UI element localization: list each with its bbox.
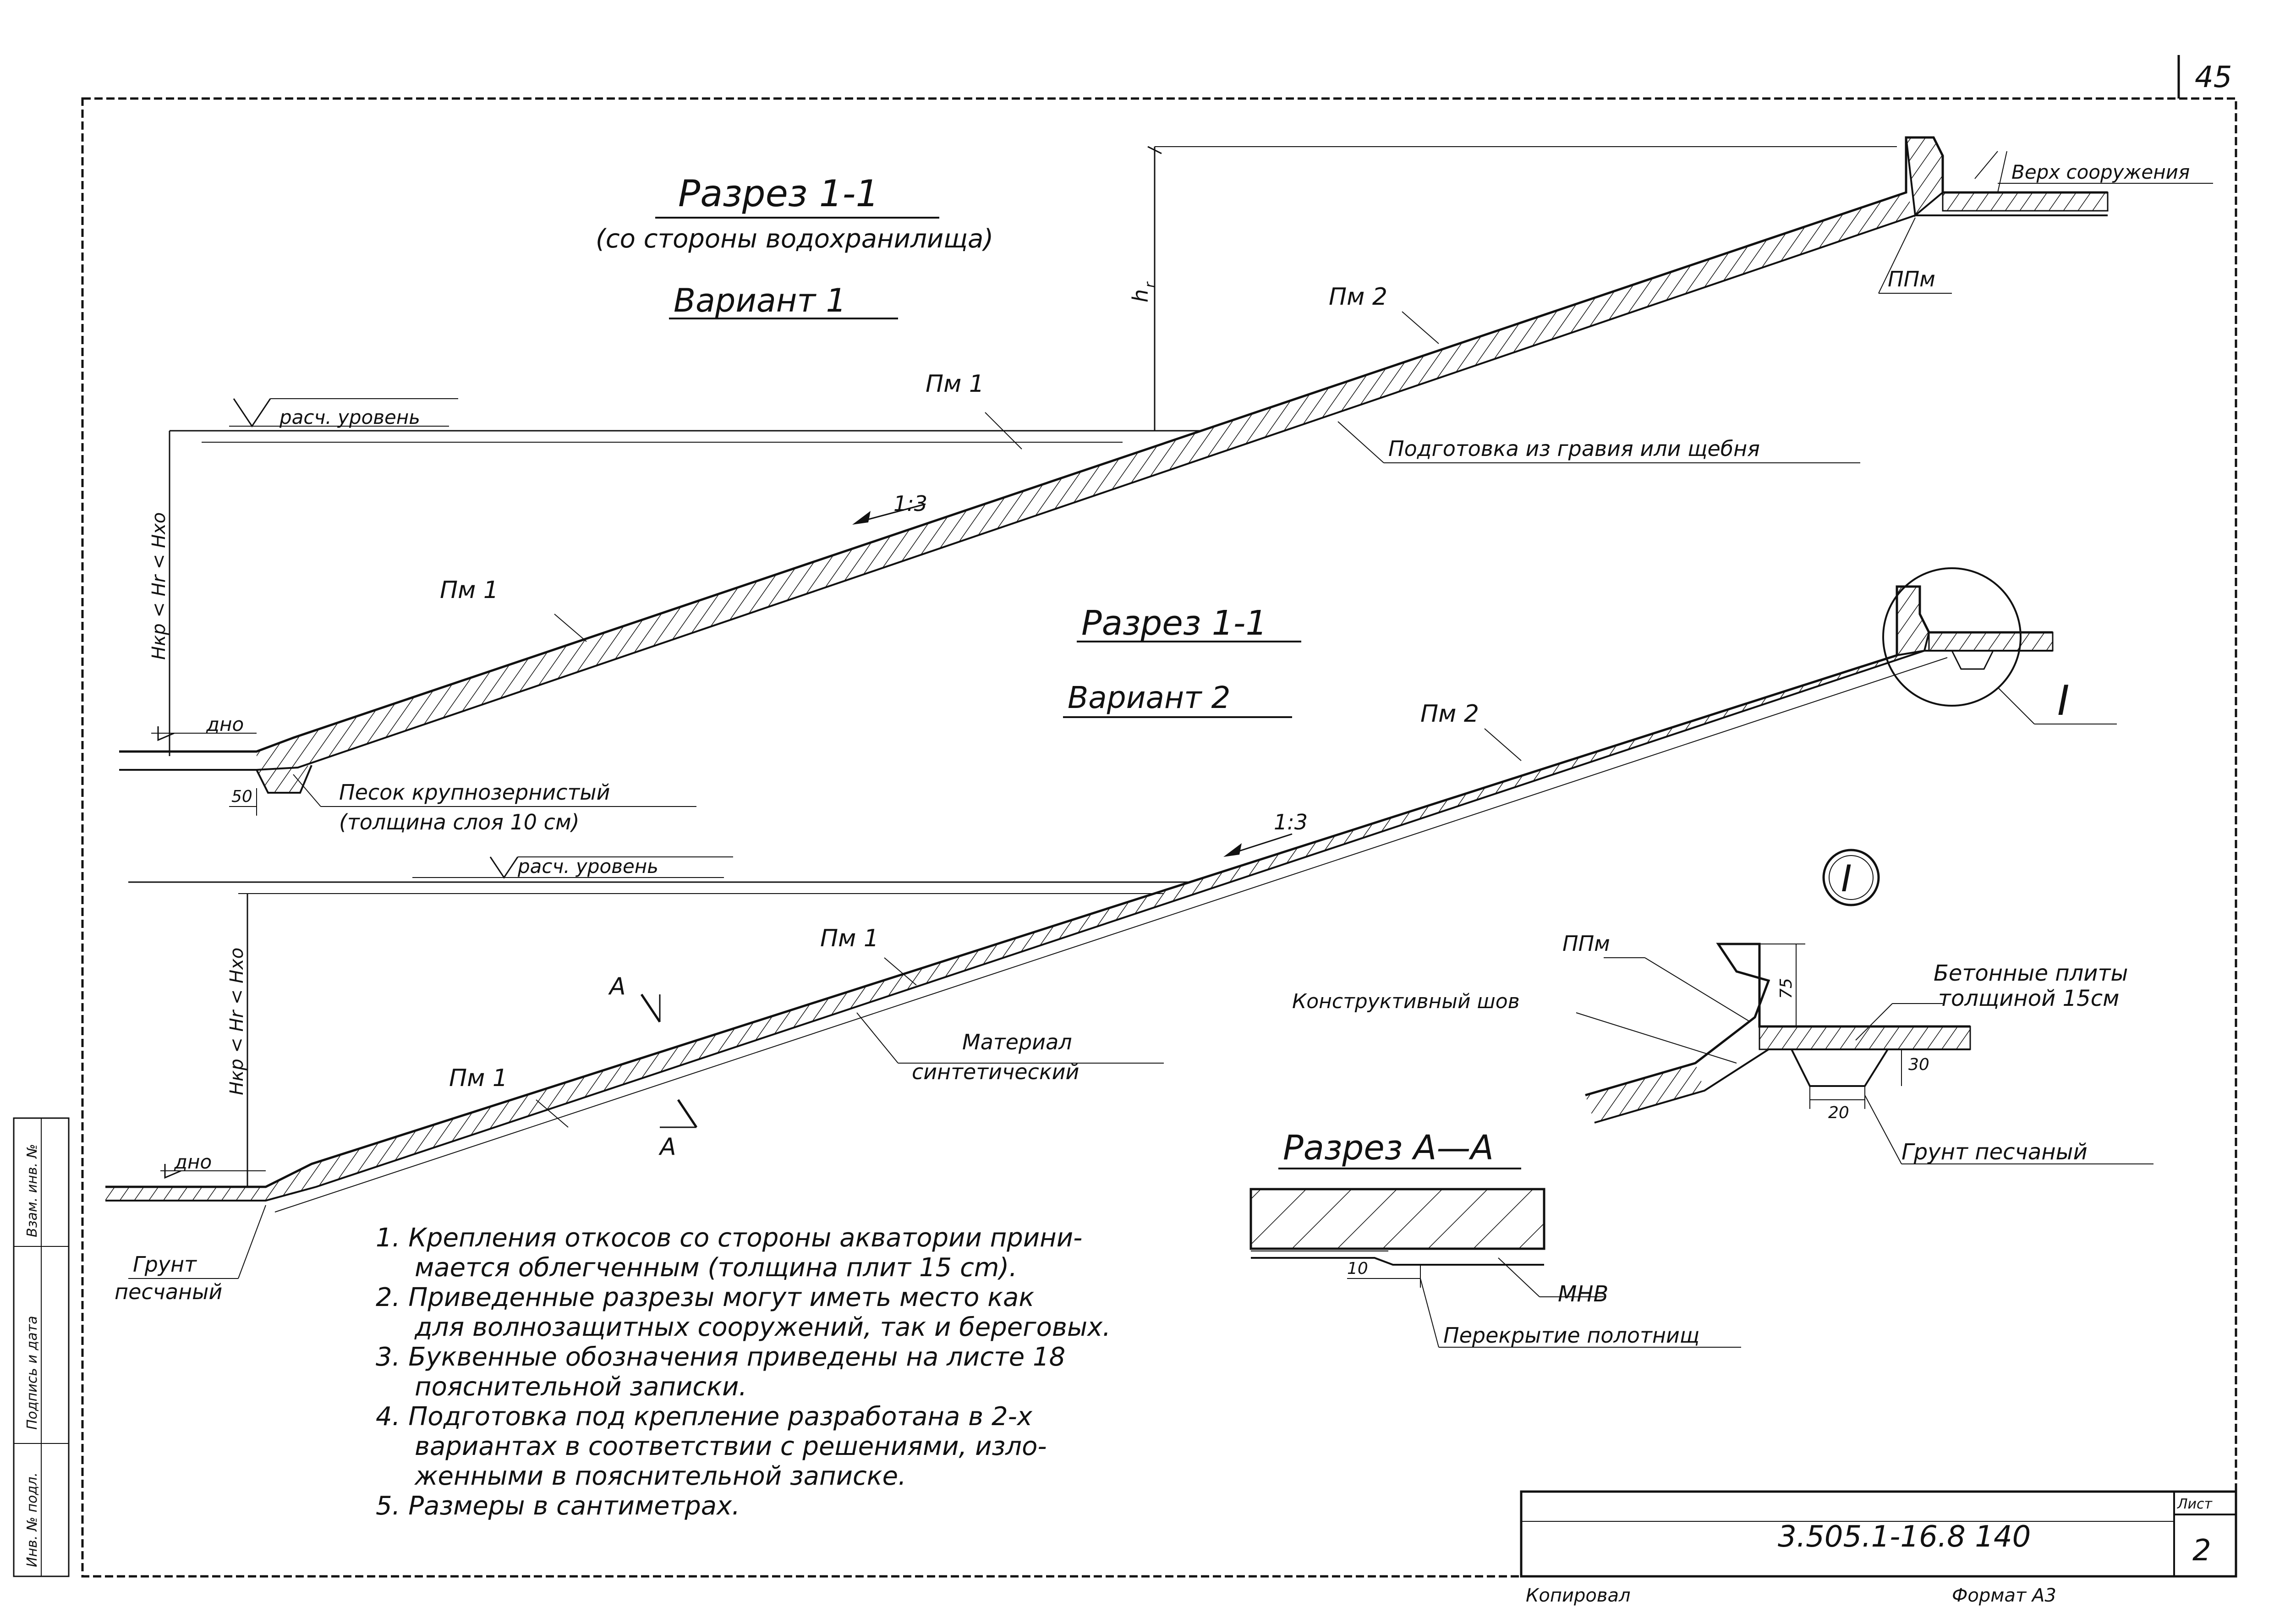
notes-block: 1. Крепления откосов со стороны акватори…: [376, 1223, 1111, 1521]
note-line-7: 4. Подготовка под крепление разработана …: [376, 1402, 1033, 1432]
section1-height-h-sub: r: [1142, 281, 1158, 288]
note-line-1: 1. Крепления откосов со стороны акватори…: [376, 1223, 1082, 1253]
note-line-8: вариантах в соответствии с решениями, из…: [415, 1432, 1047, 1461]
section2-bottom: дно: [174, 1151, 212, 1173]
sheet-label: Лист: [2177, 1496, 2213, 1512]
section1-depth: Hкр < Hr < Hxo: [148, 512, 170, 660]
section1-pm1-upper: Пм 1: [926, 370, 984, 398]
section2-cut-a-top: А: [608, 973, 626, 1000]
section1-pm1-lower: Пм 1: [440, 576, 499, 604]
section1-variant: Вариант 1: [674, 282, 846, 319]
stamp-signature-date: Подпись и дата: [24, 1316, 40, 1430]
section2-calc-level: расч. уровень: [517, 855, 658, 878]
section1-slope: 1:3: [893, 491, 927, 516]
format-label: Формат А3: [1952, 1585, 2056, 1606]
stamp-vzam-inv: Взам. инв. №: [24, 1144, 40, 1237]
doc-code: 3.505.1-16.8 140: [1778, 1520, 2031, 1554]
section1-subtitle: (со стороны водохранилища): [596, 224, 993, 254]
section1-title: Разрез 1-1: [678, 172, 879, 215]
side-stamp: Инв. № подл. Подпись и дата Взам. инв. №: [24, 1144, 40, 1567]
section-aa-overlap: Перекрытие полотнищ: [1443, 1323, 1699, 1348]
section1-prep: Подготовка из гравия или щебня: [1388, 436, 1760, 461]
section2-material-1: Материал: [962, 1030, 1072, 1054]
section2-soil-2: песчаный: [115, 1279, 222, 1304]
detail-I-soil: Грунт песчаный: [1901, 1139, 2088, 1165]
section2-pm2: Пм 2: [1420, 700, 1479, 728]
section-aa-mnv: МНВ: [1558, 1281, 1608, 1307]
detail-I-plates-2: толщиной 15см: [1938, 986, 2119, 1011]
section2-drawing: [105, 567, 2117, 1279]
detail-I-ppm: ППм: [1562, 931, 1610, 956]
section1-height-h: h: [1128, 289, 1153, 302]
section2-pm1-low: Пм 1: [449, 1064, 508, 1092]
section-aa-dim-10: 10: [1347, 1259, 1368, 1278]
copied-by: Копировал: [1526, 1585, 1631, 1606]
section1-calc-level: расч. уровень: [279, 406, 420, 428]
section1-pm2: Пм 2: [1329, 283, 1387, 311]
section1-bottom: дно: [206, 713, 244, 735]
stamp-inv-podl: Инв. № подл.: [24, 1472, 40, 1567]
note-line-4: для волнозащитных сооружений, так и бере…: [414, 1312, 1111, 1342]
detail-I-joint: Конструктивный шов: [1292, 990, 1520, 1013]
section-aa-drawing: [1249, 1168, 1741, 1348]
detail-I-dim-20: 20: [1828, 1103, 1849, 1122]
section2-node-ref: I: [2057, 677, 2070, 725]
note-line-9: женными в пояснительной записке.: [414, 1461, 906, 1491]
note-line-5: 3. Буквенные обозначения приведены на ли…: [376, 1342, 1065, 1372]
detail-I-dim-30: 30: [1908, 1055, 1929, 1074]
section-aa-title: Разрез А—А: [1283, 1128, 1494, 1168]
section1-dim-50: 50: [231, 787, 252, 806]
section1-drawing: [119, 136, 2213, 816]
section1-ppm: ППм: [1888, 267, 1935, 291]
note-line-2: мается облегченным (толщина плит 15 cm).: [415, 1253, 1017, 1283]
detail-I-marker: I: [1841, 857, 1852, 900]
sheet-number: 2: [2192, 1534, 2211, 1568]
section2-depth: Hкр < Hr < Hxo: [226, 948, 247, 1095]
detail-I-dim-75: 75: [1777, 978, 1796, 999]
drawing-frame: [13, 55, 2237, 1578]
note-line-6: пояснительной записки.: [415, 1372, 747, 1402]
section2-variant: Вариант 2: [1068, 680, 1231, 715]
note-line-10: 5. Размеры в сантиметрах.: [376, 1491, 740, 1521]
page-number: 45: [2195, 60, 2232, 94]
section2-material-2: синтетический: [912, 1059, 1079, 1084]
section2-pm1-mid: Пм 1: [820, 925, 879, 952]
section2-slope: 1:3: [1274, 810, 1308, 834]
note-line-3: 2. Приведенные разрезы могут иметь место…: [376, 1283, 1034, 1312]
section2-cut-a-bottom: А: [658, 1133, 676, 1161]
section1-sand-2: (толщина слоя 10 см): [339, 810, 580, 834]
section1-sand-1: Песок крупнозернистый: [339, 780, 610, 805]
section1-top: Верх сооружения: [2011, 161, 2190, 183]
detail-I-drawing: [1576, 849, 2153, 1164]
detail-I-plates-1: Бетонные плиты: [1934, 960, 2128, 986]
section2-soil-1: Грунт: [133, 1252, 197, 1277]
section2-title: Разрез 1-1: [1081, 604, 1267, 643]
